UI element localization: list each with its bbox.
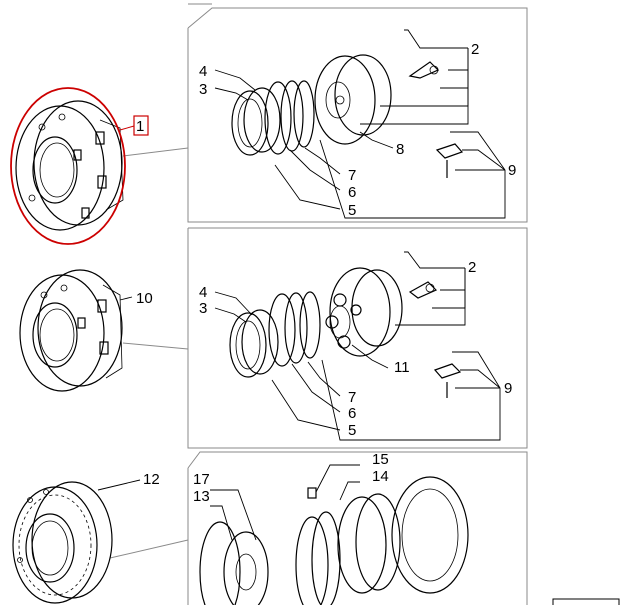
callout-9a: 9 [508,162,516,179]
callout-2b: 2 [468,259,476,276]
corner-box [552,598,620,605]
callout-14: 14 [372,468,389,485]
callout-2a: 2 [471,41,479,58]
callout-labels: 1 4 3 2 8 9 7 6 5 10 4 3 2 11 9 7 6 5 12… [136,41,516,505]
callout-17: 17 [193,471,210,488]
callout-5b: 5 [348,422,356,439]
callout-10: 10 [136,290,153,307]
callout-5a: 5 [348,202,356,219]
clutch-assembly-2 [19,269,123,392]
clutch-assembly-1 [15,100,124,231]
callout-12: 12 [143,471,160,488]
highlight-circle [10,87,126,245]
callout-3a: 3 [199,81,207,98]
panel-2-parts [229,267,462,398]
callout-4b: 4 [199,284,207,301]
callout-8: 8 [396,141,404,158]
callout-13: 13 [193,488,210,505]
detail-panel-3 [187,451,528,605]
callout-4a: 4 [199,63,207,80]
clutch-assembly-3 [12,481,113,604]
callout-6b: 6 [348,405,356,422]
panel-1-parts [231,54,464,178]
callout-3b: 3 [199,300,207,317]
callout-11: 11 [394,359,410,376]
callout-6a: 6 [348,184,356,201]
detail-panel-1 [187,3,528,223]
detail-panel-2 [187,227,528,449]
callout-9b: 9 [504,380,512,397]
callout-box-1 [133,115,149,136]
callout-7b: 7 [348,389,356,406]
callout-15: 15 [372,451,389,468]
callout-1: 1 [136,118,144,135]
panel-3-parts [199,476,469,605]
callout-7a: 7 [348,167,356,184]
